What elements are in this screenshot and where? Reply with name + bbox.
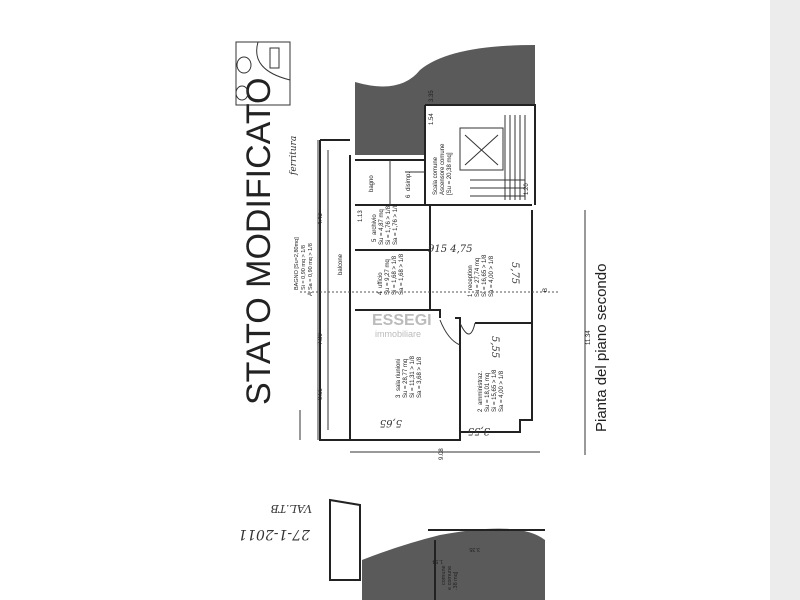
svg-text:Sa = 4,00 > 1/8: Sa = 4,00 > 1/8 [499,370,505,412]
section-b: B [543,288,549,292]
stairwell [459,115,526,200]
stair-label-2: Ascensore comune [440,143,446,195]
svg-text:Sa = 0,90 mq > 1/8: Sa = 0,90 mq > 1/8 [308,243,314,290]
dimension-lines [299,140,586,455]
svg-text:Su = 27,74 mq: Su = 27,74 mq [475,258,481,297]
section-a: A [308,292,314,296]
svg-text:Si = 11,31 > 1/8: Si = 11,31 > 1/8 [410,355,416,398]
dim-065: 0.65 [318,388,324,400]
watermark-sub: immobiliare [375,329,421,339]
room-bagno-small: bagno [369,175,375,192]
dim-908: 9.08 [439,448,445,460]
svg-text:3: 3 [396,394,402,398]
hand-dim-2: 5,75 [509,262,520,284]
handwritten-date: 27-1-2011 [238,526,311,542]
room-ufficio: 4 ufficio Su = 9,27 mq Si = 1,68 > 1/8 S… [378,253,405,295]
dim-113: 1.13 [358,210,364,222]
svg-text:comune: comune [441,565,447,585]
dim-1134: 11.34 [586,330,592,345]
svg-text:ufficio: ufficio [378,272,384,288]
svg-text:disimp.: disimp. [406,172,412,191]
plan-subtitle: Pianta del piano secondo [593,264,610,432]
svg-text:sala riunioni: sala riunioni [396,359,402,391]
room-reception: 1 reception Su = 27,74 mq Si = 16,65 > 1… [468,254,495,297]
svg-text:Sa = 1,76 > 1/8: Sa = 1,76 > 1/8 [393,203,399,245]
svg-text:Si = 1,68 > 1/8: Si = 1,68 > 1/8 [392,255,398,295]
hand-dim-4: 3,55 [468,425,490,436]
neighbor-area-bottom [362,528,545,600]
svg-text:Si = 0,90 mq > 1/8: Si = 0,90 mq > 1/8 [301,245,307,290]
stair-label-1: Scala comune [433,156,439,195]
room-archivio: 5 archivio Su = 4,87 mq Si = 1,76 > 1/8 … [372,203,399,245]
svg-text:3.35: 3.35 [469,546,480,552]
room-amministrazione: 2 amministraz. Su = 18,01 mq Si = 15,65 … [478,369,505,412]
svg-text:Su = 9,27 mq: Su = 9,27 mq [385,259,391,295]
balcone-label: balcone [338,253,344,275]
svg-text:Su = 18,01 mq: Su = 18,01 mq [485,373,491,412]
svg-text:amministraz.: amministraz. [478,371,484,405]
dim-780: 7.80 [318,333,324,345]
svg-text:5: 5 [372,238,378,242]
svg-text:Si = 16,65 > 1/8: Si = 16,65 > 1/8 [482,254,488,297]
dim-154: 1.54 [429,113,435,125]
svg-text:1.54: 1.54 [432,558,443,564]
dim-335: 3.35 [429,90,435,102]
bagno-label: BAGNO [Su=2,80mq] Si = 0,90 mq > 1/8 Sa … [294,237,314,290]
svg-text:Su = 28,77 mq: Su = 28,77 mq [403,359,409,398]
bathroom-sketch [235,41,291,106]
walls [319,104,536,441]
svg-text:.38 mq]: .38 mq] [453,571,459,590]
stair-label-3: [Su = 20,38 mq] [447,152,453,195]
watermark: ESSEGI [372,312,432,329]
bottom-plan-copy: 1.54 3.35 comune e comune .38 mq] [329,498,545,600]
plan-title: STATO MODIFICATO [240,78,278,405]
svg-text:e comune: e comune [447,566,453,590]
svg-text:BAGNO [Su=2,80mq]: BAGNO [Su=2,80mq] [294,237,300,290]
svg-text:archivio: archivio [372,214,378,235]
hand-dim-5: 5,65 [380,417,402,428]
svg-text:Su = 4,87 mq: Su = 4,87 mq [379,209,385,245]
hand-dim-3: 5,55 [489,336,500,358]
handwritten-note-top: ferritura [289,136,299,176]
dim-443: 4.43 [318,213,324,225]
room-disimpegno: 6 disimp. [406,172,412,198]
handwritten-val: VAL.TB [271,502,312,515]
svg-text:2: 2 [478,408,484,412]
svg-text:6: 6 [406,194,412,198]
svg-text:Sa = 1,68 > 1/8: Sa = 1,68 > 1/8 [399,253,405,295]
svg-text:Sa = 4,00 > 1/8: Sa = 4,00 > 1/8 [489,255,495,297]
hand-dim-1: 915 4,75 [428,244,473,255]
svg-text:reception: reception [468,265,474,290]
svg-text:Si = 1,76 > 1/8: Si = 1,76 > 1/8 [386,205,392,245]
svg-text:4: 4 [378,291,384,295]
neighbor-area [355,45,535,155]
room-sala-riunioni: 3 sala riunioni Su = 28,77 mq Si = 11,31… [396,355,423,398]
page-edge [770,0,800,600]
svg-text:Si = 15,65 > 1/8: Si = 15,65 > 1/8 [492,369,498,412]
svg-text:1: 1 [468,293,474,297]
dim-120: 1.20 [524,183,530,195]
svg-text:Sa = 3,68 > 1/8: Sa = 3,68 > 1/8 [417,356,423,398]
